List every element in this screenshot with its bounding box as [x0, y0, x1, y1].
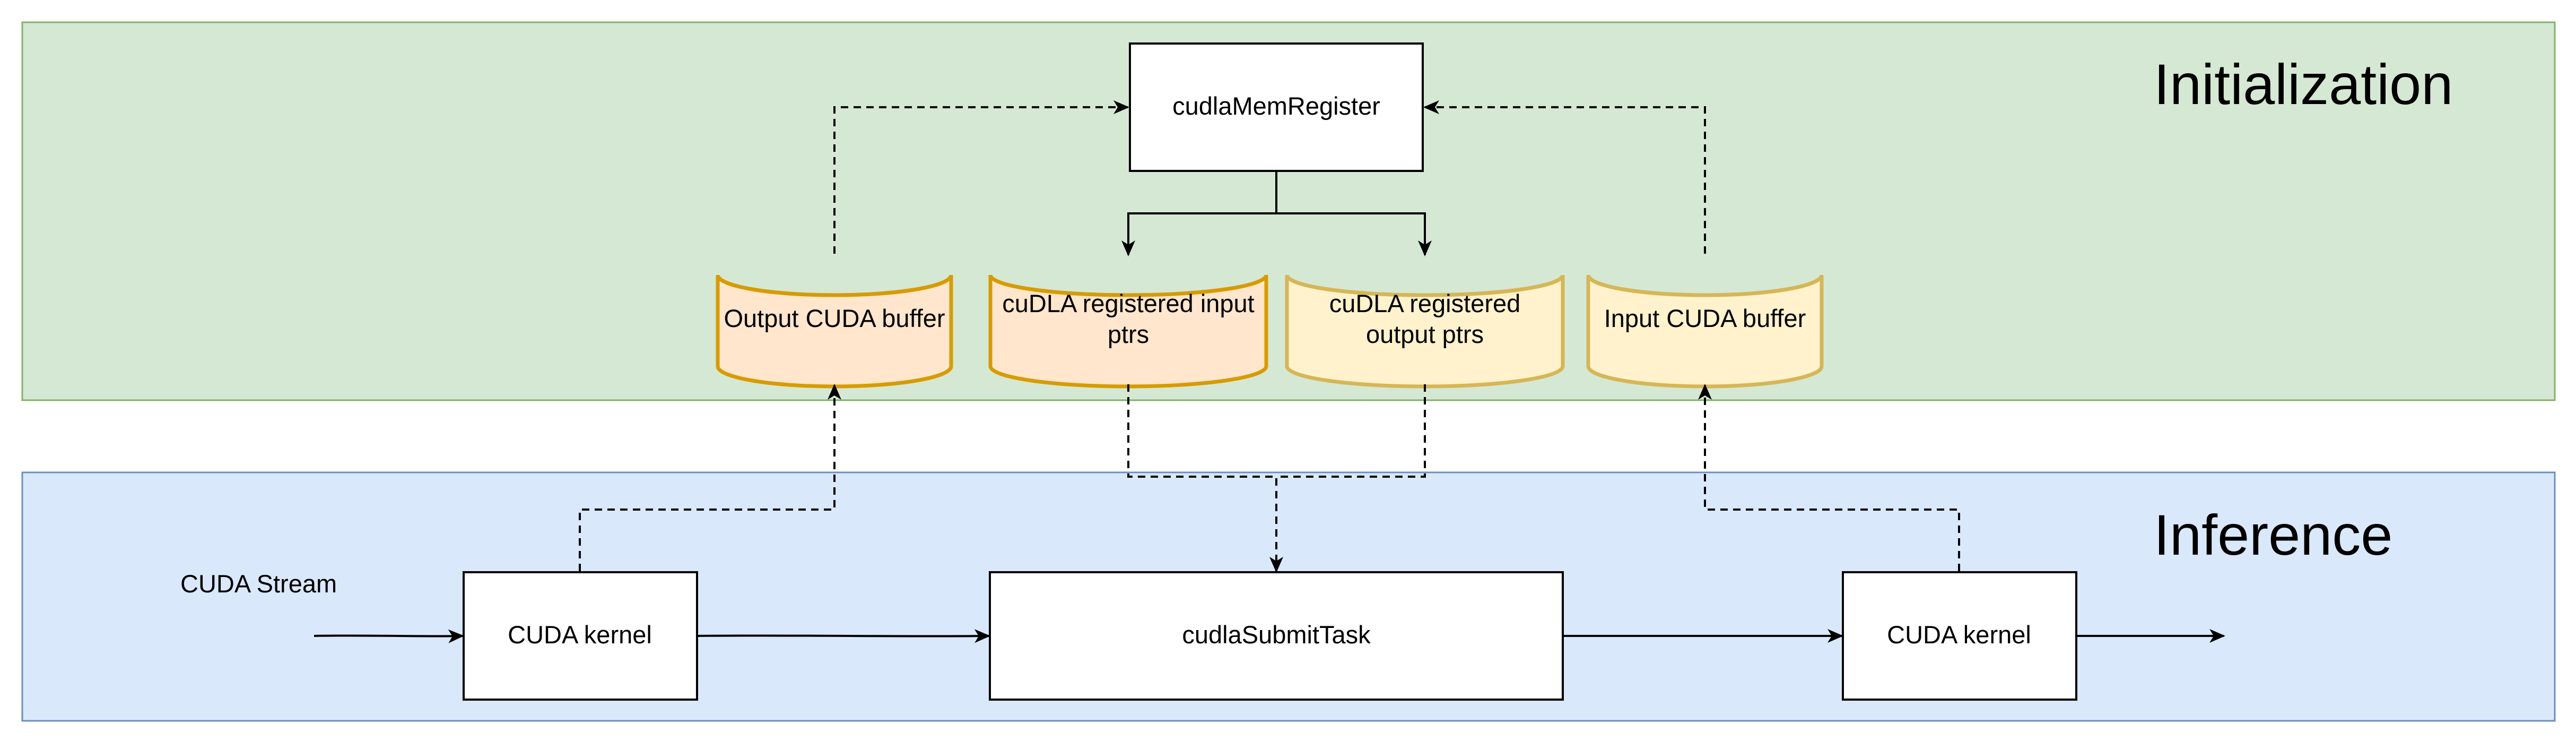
input-cuda-buffer-cylinder: [1586, 274, 1824, 389]
cuda-kernel-1-label: CUDA kernel: [508, 621, 652, 649]
register-to-input-ptrs-arrow: [1121, 171, 1277, 256]
registered-input-ptrs-cylinder: [988, 274, 1268, 389]
register-connectors: [1121, 171, 1432, 256]
input-buffer-to-register-arrow: [1423, 100, 1706, 254]
submit-task-node: cudlaSubmitTask: [989, 571, 1564, 701]
cylinder-lid: [988, 274, 1268, 297]
dashed-connectors: [579, 100, 1960, 573]
kernel1-to-submit-arrow: [697, 629, 990, 643]
cylinder-lid: [1285, 274, 1565, 297]
input-cuda-buffer-label: Input CUDA buffer: [1604, 304, 1806, 332]
cuda-kernel-2-node: CUDA kernel: [1842, 571, 2077, 701]
kernel1-to-output-buffer-arrow: [579, 384, 841, 571]
output-buffer-to-register-arrow: [833, 100, 1129, 254]
register-to-output-ptrs-arrow: [1276, 212, 1432, 256]
input-ptrs-to-submit-arrow: [1127, 384, 1283, 573]
kernel2-to-input-buffer-arrow: [1698, 384, 1960, 571]
stream-flow-arrows: [314, 629, 2225, 643]
mem-register-node: cudlaMemRegister: [1129, 42, 1424, 172]
cuda-kernel-2-label: CUDA kernel: [1887, 621, 2031, 649]
registered-input-ptrs-label-line2: ptrs: [1108, 320, 1149, 348]
initialization-title: Initialization: [2154, 52, 2453, 116]
cylinder-lid: [716, 274, 953, 297]
stream-to-kernel1-arrow: [314, 629, 464, 643]
registered-input-ptrs-label-line1: cuDLA registered input: [1002, 289, 1255, 317]
cuda-stream-label: CUDA Stream: [180, 570, 337, 598]
registered-output-ptrs-label-line2: output ptrs: [1366, 320, 1484, 348]
inference-title: Inference: [2154, 503, 2392, 567]
cylinder-lid: [1586, 274, 1824, 297]
output-cuda-buffer-label: Output CUDA buffer: [724, 304, 945, 332]
cuda-kernel-1-node: CUDA kernel: [463, 571, 698, 701]
registered-output-ptrs-cylinder: [1285, 274, 1565, 389]
output-cuda-buffer-cylinder: [716, 274, 953, 389]
submit-task-label: cudlaSubmitTask: [1182, 621, 1371, 649]
output-ptrs-to-submit-line: [1276, 384, 1426, 478]
registered-output-ptrs-label-line1: cuDLA registered: [1329, 289, 1521, 317]
mem-register-label: cudlaMemRegister: [1172, 92, 1380, 120]
